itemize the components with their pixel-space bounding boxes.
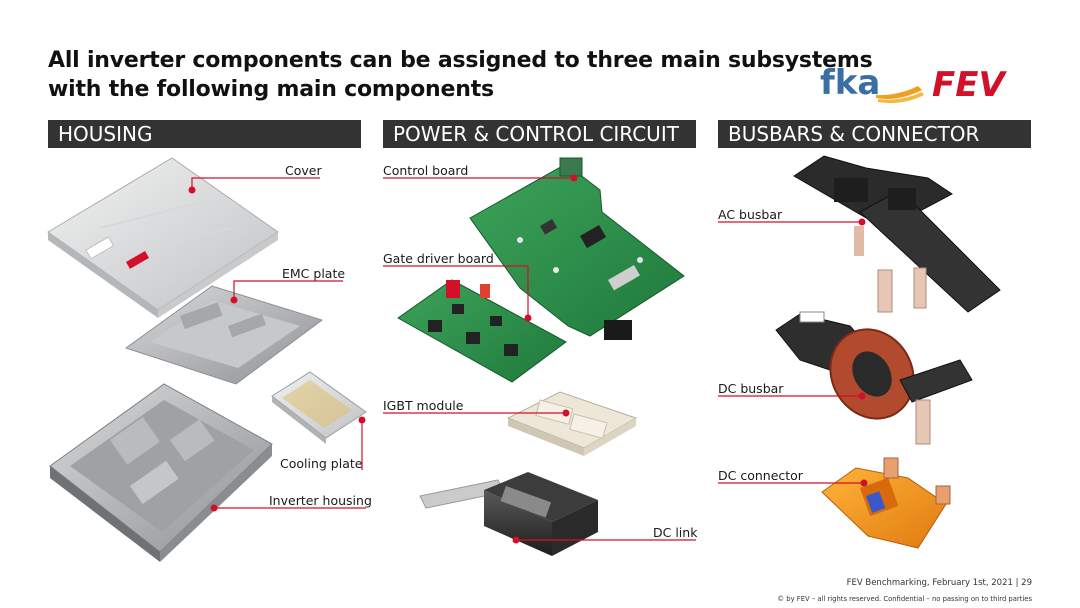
fka-swoosh-icon (876, 86, 922, 99)
igbt-module-photo (506, 391, 638, 456)
fka-swoosh-icon-2 (878, 92, 924, 104)
slide-title-line1: All inverter components can be assigned … (48, 48, 873, 73)
label-inverter-housing: Inverter housing (269, 493, 372, 508)
label-cover: Cover (285, 163, 322, 178)
cooling-plate-photo (271, 371, 367, 444)
label-control-board: Control board (383, 163, 469, 178)
label-dc-connector: DC connector (718, 468, 803, 483)
label-dc-busbar: DC busbar (718, 381, 784, 396)
label-emc-plate: EMC plate (282, 266, 346, 281)
label-cooling-plate: Cooling plate (280, 456, 363, 471)
dc-connector-photo (821, 457, 951, 549)
slide-title: All inverter components can be assigned … (48, 46, 873, 104)
inverter-housing-photo (49, 383, 273, 562)
slide-title-line2: with the following main components (48, 77, 494, 102)
fka-logo-text: fka (820, 63, 880, 103)
footer-copyright: © by FEV – all rights reserved. Confiden… (777, 595, 1032, 603)
fka-fev-logo: fka FEV (820, 63, 1007, 105)
header-housing: HOUSING (48, 120, 361, 148)
label-igbt-module: IGBT module (383, 398, 464, 413)
label-ac-busbar: AC busbar (718, 207, 783, 222)
ac-busbar-photo (793, 155, 1001, 313)
dc-link-photo (419, 472, 598, 556)
header-busbars-connector: BUSBARS & CONNECTOR (718, 120, 1031, 148)
footer-benchmarking: FEV Benchmarking, February 1st, 2021 | 2… (846, 578, 1032, 588)
cover-photo (47, 157, 279, 318)
header-power-control-circuit: POWER & CONTROL CIRCUIT (383, 120, 696, 148)
label-dc-link: DC link (653, 525, 698, 540)
emc-plate-photo (124, 285, 324, 385)
dc-busbar-photo (775, 311, 973, 445)
label-gate-driver-board: Gate driver board (383, 251, 494, 266)
fev-logo-text: FEV (932, 65, 1007, 105)
